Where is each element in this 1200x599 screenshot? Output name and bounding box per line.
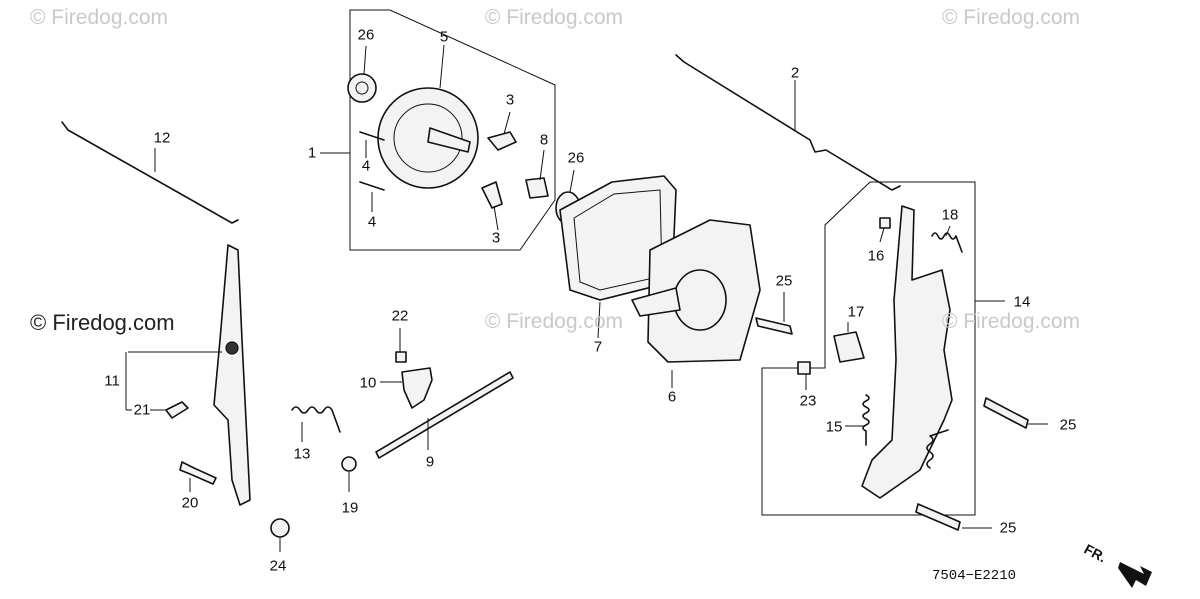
plate-10 — [401, 367, 433, 409]
spring-bracket — [926, 429, 949, 469]
cover-boss — [673, 269, 727, 331]
pin-4-upper — [359, 131, 385, 141]
diagram-code: 7504−E2210 — [932, 568, 1017, 584]
spring-15 — [862, 394, 870, 446]
callout-11: 11 — [104, 372, 120, 390]
callout-10: 10 — [359, 374, 377, 392]
callout-21: 21 — [133, 401, 151, 419]
watermark-top-right: © Firedog.com — [942, 6, 1081, 29]
callout-9: 9 — [425, 453, 435, 471]
watermark-top-left: © Firedog.com — [30, 6, 169, 29]
gasket-7 — [559, 175, 677, 301]
bolt-21 — [165, 401, 189, 419]
clip-17 — [833, 331, 865, 363]
spring-13 — [291, 406, 341, 433]
bolt-25-bottom — [915, 503, 961, 531]
callout-13: 13 — [293, 445, 311, 463]
callout-26-top: 26 — [357, 26, 375, 44]
slider-8 — [525, 177, 549, 199]
leader-lines — [125, 44, 1048, 552]
bearing-26-top-inner — [355, 81, 369, 95]
callout-20: 20 — [181, 494, 199, 512]
shaft-9 — [375, 371, 514, 459]
bracket-group-outline — [761, 181, 976, 516]
spring-18 — [931, 232, 963, 253]
callout-17: 17 — [847, 303, 865, 321]
callout-25-bottom: 25 — [999, 519, 1017, 537]
callout-4-lower: 4 — [367, 213, 377, 231]
callout-26-middle: 26 — [567, 149, 585, 167]
governor-arm-11 — [213, 244, 251, 506]
callout-16: 16 — [867, 247, 885, 265]
rod-2 — [675, 54, 901, 191]
front-arrow-icon — [1118, 562, 1152, 588]
callout-25-right: 25 — [1059, 416, 1077, 434]
callout-1: 1 — [307, 144, 317, 162]
nut-24 — [270, 518, 290, 538]
watermark-right: © Firedog.com — [942, 310, 1081, 333]
cover-shaft — [631, 287, 681, 317]
bolt-22 — [395, 351, 407, 363]
bolt-25-right — [983, 397, 1029, 429]
bracket-14 — [861, 205, 953, 499]
callout-2: 2 — [790, 64, 800, 82]
callout-4-upper: 4 — [361, 157, 371, 175]
callout-5: 5 — [439, 28, 449, 46]
callout-3-lower: 3 — [491, 229, 501, 247]
callout-15: 15 — [825, 418, 843, 436]
pin-4-lower — [359, 181, 385, 191]
callout-24: 24 — [269, 557, 287, 575]
callout-25-middle: 25 — [775, 272, 793, 290]
weight-3-upper — [487, 131, 517, 151]
bolt-16 — [879, 217, 891, 229]
callout-19: 19 — [341, 499, 359, 517]
callout-3-upper: 3 — [505, 91, 515, 109]
gear-hub — [393, 103, 463, 173]
callout-22: 22 — [391, 307, 409, 325]
callout-8: 8 — [539, 131, 549, 149]
callout-14: 14 — [1013, 293, 1031, 311]
callout-18: 18 — [941, 206, 959, 224]
watermark-center: © Firedog.com — [485, 310, 624, 333]
watermark-left: © Firedog.com — [30, 310, 175, 335]
watermark-top-center: © Firedog.com — [485, 6, 624, 29]
bolt-23 — [797, 361, 811, 375]
callout-12: 12 — [153, 129, 171, 147]
bolt-25-mid — [755, 317, 793, 335]
rod-12 — [61, 121, 239, 224]
callout-6: 6 — [667, 388, 677, 406]
arm-bolt — [225, 341, 239, 355]
bearing-26-top — [347, 73, 377, 103]
nut-19 — [341, 456, 357, 472]
weight-3-lower — [481, 181, 503, 209]
callout-23: 23 — [799, 392, 817, 410]
gear-group-outline — [349, 9, 556, 251]
callout-7: 7 — [593, 338, 603, 356]
gear-shaft — [427, 127, 471, 153]
bolt-20 — [179, 461, 217, 485]
